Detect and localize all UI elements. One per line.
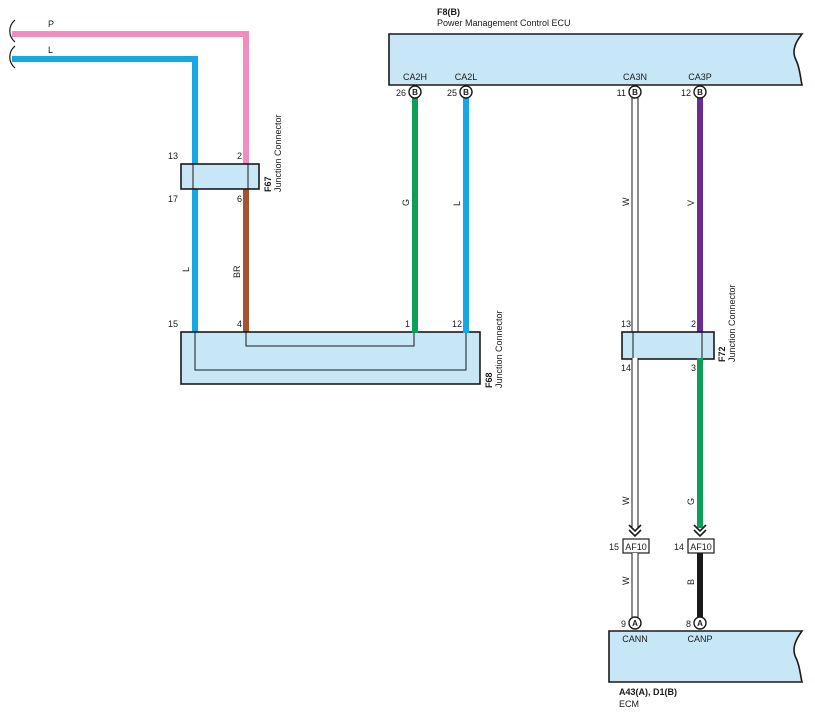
wire-label-l-left: L	[181, 267, 191, 272]
f68-pin-12: 12	[452, 319, 462, 329]
ecm-name: ECM	[619, 699, 639, 709]
f68-pin-1: 1	[405, 319, 410, 329]
ecm-id: A43(A), D1(B)	[619, 687, 677, 697]
wire-label-l-ca2l: L	[452, 201, 462, 206]
wire-label-b-bottom: B	[686, 579, 696, 585]
ecm-pin-canp: A 8 CANP	[686, 616, 713, 644]
f67-pin-2: 2	[237, 151, 242, 161]
svg-text:14: 14	[674, 542, 684, 552]
svg-text:B: B	[697, 88, 703, 97]
wire-l-top	[12, 56, 198, 166]
junction-f72	[621, 331, 715, 360]
svg-text:B: B	[632, 88, 638, 97]
chevron-down-icon	[628, 524, 642, 538]
f72-pin-13: 13	[621, 319, 631, 329]
svg-text:B: B	[412, 88, 418, 97]
svg-text:9: 9	[621, 619, 626, 629]
wire-label-p: P	[48, 19, 54, 29]
wire-break-marker-l	[9, 45, 16, 69]
svg-text:CANP: CANP	[687, 634, 712, 644]
f68-name: Junction Connector	[494, 310, 504, 388]
svg-text:25: 25	[447, 88, 457, 98]
svg-text:26: 26	[396, 88, 406, 98]
wire-label-g-ca2h: G	[401, 199, 411, 206]
ecu-top-pin-ca2h: B 26 CA2H	[396, 72, 427, 99]
f67-name: Junction Connector	[273, 114, 283, 192]
ecu-top-box	[388, 33, 804, 86]
svg-text:AF10: AF10	[625, 542, 647, 552]
svg-text:AF10: AF10	[690, 542, 712, 552]
ecu-top-id: F8(B)	[437, 7, 460, 17]
f72-id: F72	[717, 346, 727, 362]
f68-pin-15: 15	[168, 319, 178, 329]
f67-pin-13: 13	[168, 151, 178, 161]
svg-text:B: B	[463, 88, 469, 97]
svg-text:11: 11	[617, 88, 626, 98]
junction-f68	[180, 331, 481, 385]
wire-label-br: BR	[232, 265, 242, 278]
ecm-pin-cann: A 9 CANN	[621, 616, 648, 644]
f68-id: F68	[484, 372, 494, 388]
wire-p-top	[12, 31, 249, 166]
af10-connector-15: AF10 15	[609, 538, 650, 554]
svg-text:CA3P: CA3P	[688, 72, 712, 82]
f72-pin-2: 2	[691, 319, 696, 329]
chevron-down-icon	[693, 524, 707, 538]
f72-pin-14: 14	[621, 363, 631, 373]
ecu-top-name: Power Management Control ECU	[437, 18, 571, 28]
ecu-top-pin-ca2l: B 25 CA2L	[447, 72, 478, 99]
wire-label-w-low: W	[621, 496, 631, 505]
svg-text:12: 12	[681, 88, 691, 98]
junction-f67	[180, 163, 260, 190]
wire-label-l: L	[48, 45, 53, 55]
wire-label-w-ca3n: W	[621, 197, 631, 206]
f67-id: F67	[263, 176, 273, 192]
wire-break-marker-p	[9, 19, 16, 43]
f67-pin-6: 6	[237, 194, 242, 204]
svg-text:8: 8	[686, 619, 691, 629]
ecu-top-pin-ca3p: B 12 CA3P	[681, 72, 712, 99]
wire-label-w-bottom: W	[621, 576, 631, 585]
wire-label-v-ca3p: V	[686, 200, 696, 206]
svg-text:15: 15	[609, 542, 619, 552]
svg-text:CA2H: CA2H	[403, 72, 427, 82]
f72-pin-3: 3	[691, 363, 696, 373]
f67-pin-17: 17	[168, 194, 178, 204]
svg-text:CA2L: CA2L	[455, 72, 478, 82]
ecu-top-pin-ca3n: B 11 CA3N	[617, 72, 647, 99]
svg-text:CA3N: CA3N	[623, 72, 647, 82]
svg-text:A: A	[632, 619, 638, 628]
svg-text:CANN: CANN	[622, 634, 648, 644]
svg-text:A: A	[697, 619, 703, 628]
wire-label-g-low: G	[686, 498, 696, 505]
f72-name: Junction Connector	[727, 284, 737, 362]
f68-pin-4: 4	[237, 319, 242, 329]
af10-connector-14: AF10 14	[674, 538, 715, 554]
ecm-box	[608, 630, 804, 683]
